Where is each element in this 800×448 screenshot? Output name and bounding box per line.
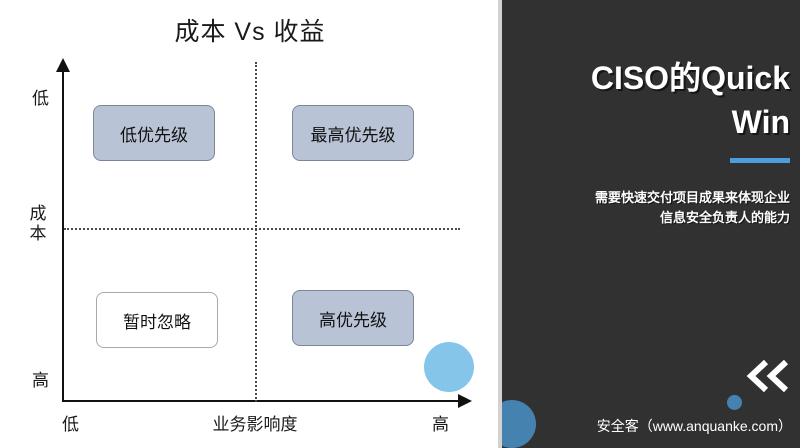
quadrant-divider-horizontal [64,228,460,230]
x-axis-line [62,400,460,402]
quick-win-bubble-marker [424,342,474,392]
x-axis-arrow-icon [458,394,472,408]
panel-subtitle-line-1: 需要快速交付项目成果来体现企业 [594,190,790,205]
quadrant-box-top-priority[interactable]: 最高优先级 [292,105,414,161]
x-axis-title: 业务影响度 [212,415,298,434]
y-axis-top-label: 低 [32,89,49,108]
panel-accent-rule [730,158,790,163]
y-axis-bottom-label: 高 [32,371,49,390]
title-panel: CISO的Quick Win 需要快速交付项目成果来体现企业 信息安全负责人的能… [502,0,800,448]
decorative-bubble-small [727,395,742,410]
quadrant-box-low-priority[interactable]: 低优先级 [93,105,215,161]
panel-title-line-2: Win [731,104,790,140]
y-axis-title: 成本 [29,204,47,243]
panel-footer-credit: 安全客（www.anquanke.com） [596,418,792,434]
y-axis-line [62,70,64,402]
panel-title-line-1: CISO的Quick [590,60,790,96]
chart-title: 成本 Vs 收益 [174,18,326,46]
y-axis-arrow-icon [56,58,70,72]
cost-vs-benefit-matrix: 成本 Vs 收益 低 高 成本 低 高 业务影响度 低优先级 最高优先级 暂时忽… [29,18,474,434]
panel-title: CISO的Quick Win [508,56,790,144]
panel-separator [498,0,502,448]
x-axis-right-label: 高 [432,415,449,434]
quadrant-divider-vertical [255,62,257,402]
quadrant-box-high-priority[interactable]: 高优先级 [292,290,414,346]
panel-subtitle: 需要快速交付项目成果来体现企业 信息安全负责人的能力 [540,188,790,228]
quadrant-box-ignore[interactable]: 暂时忽略 [96,292,218,348]
panel-subtitle-line-2: 信息安全负责人的能力 [659,210,790,225]
double-chevron-left-icon [746,359,789,393]
x-axis-left-label: 低 [62,415,79,434]
